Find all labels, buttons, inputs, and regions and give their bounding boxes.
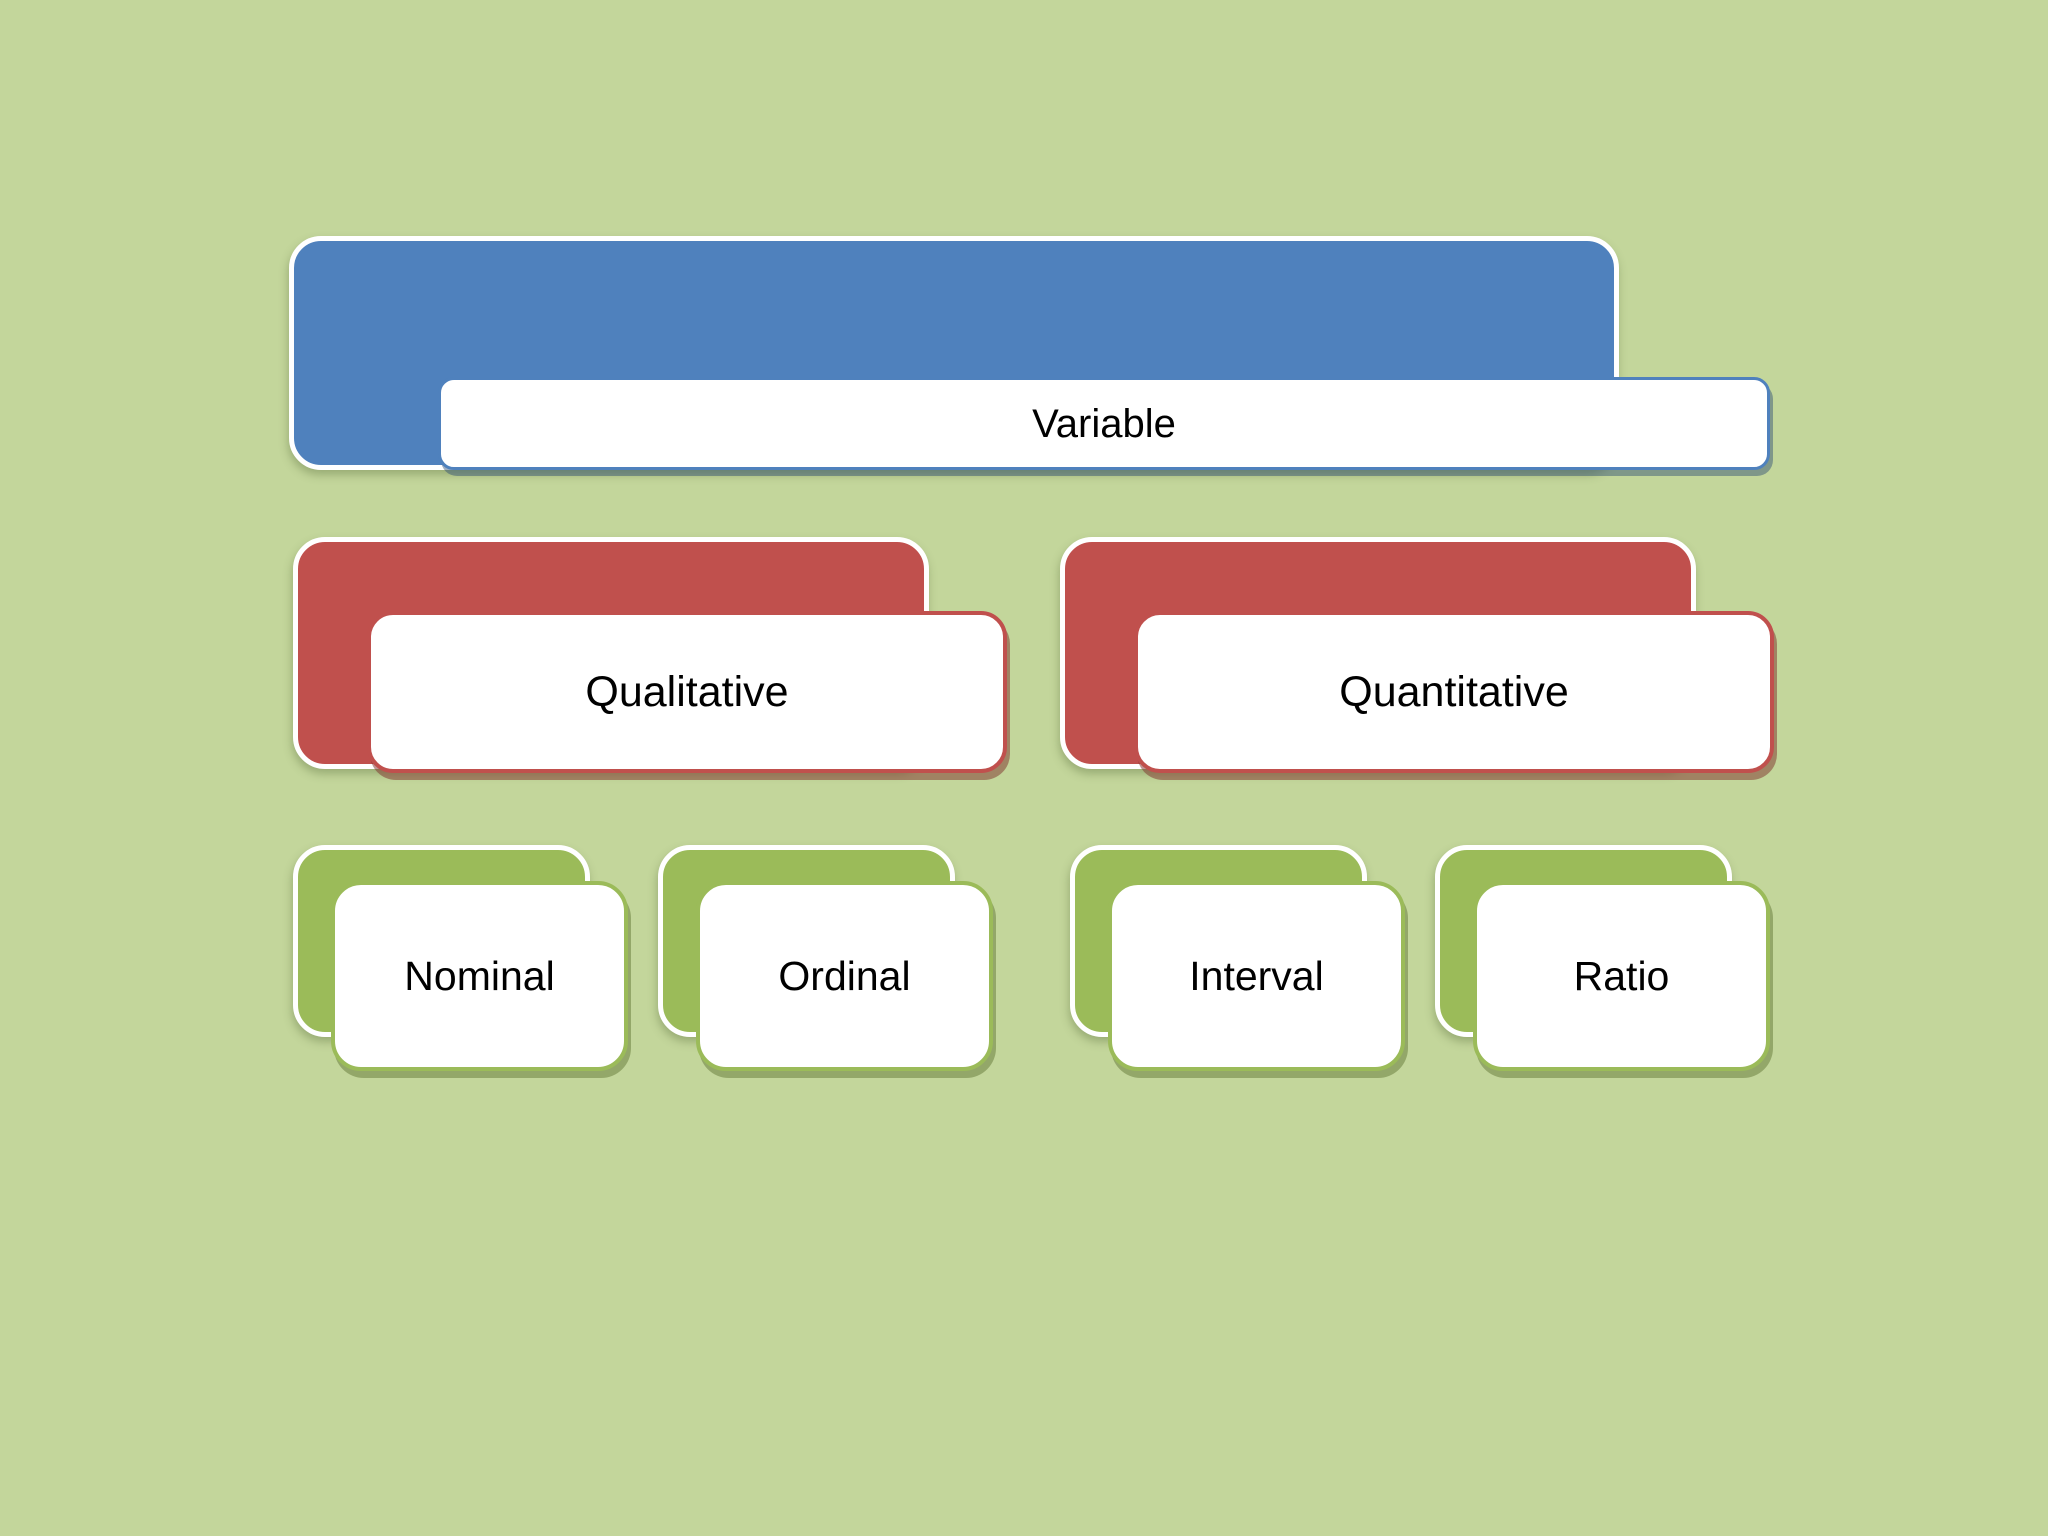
interval-label: Interval: [1189, 952, 1324, 999]
node-variable: Variable: [289, 236, 1779, 481]
qualitative-label: Qualitative: [585, 667, 789, 716]
node-ratio: Ratio: [1435, 845, 1775, 1080]
ratio-label: Ratio: [1573, 952, 1670, 999]
ordinal-label: Ordinal: [778, 952, 911, 999]
node-qualitative: Qualitative: [293, 537, 1013, 782]
node-ordinal: Ordinal: [658, 845, 998, 1080]
ratio-label-plate: Ratio: [1473, 881, 1770, 1071]
qualitative-label-plate: Qualitative: [367, 611, 1007, 773]
variable-label: Variable: [1032, 401, 1176, 446]
nominal-label-plate: Nominal: [331, 881, 628, 1071]
quantitative-label: Quantitative: [1339, 667, 1569, 716]
node-interval: Interval: [1070, 845, 1410, 1080]
quantitative-label-plate: Quantitative: [1134, 611, 1774, 773]
interval-label-plate: Interval: [1108, 881, 1405, 1071]
variable-label-plate: Variable: [438, 377, 1770, 470]
nominal-label: Nominal: [404, 952, 555, 999]
node-quantitative: Quantitative: [1060, 537, 1780, 782]
ordinal-label-plate: Ordinal: [696, 881, 993, 1071]
node-nominal: Nominal: [293, 845, 633, 1080]
